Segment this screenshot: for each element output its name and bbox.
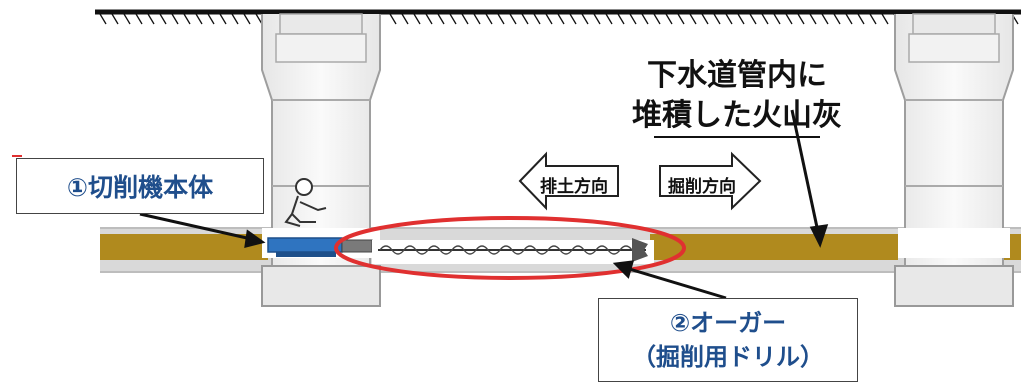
volcanic-ash-label: 下水道管内に 堆積した火山灰 bbox=[612, 56, 862, 138]
auger-label-line1: ②オーガー bbox=[669, 309, 787, 337]
auger-label: ②オーガー （掘削用ドリル） bbox=[598, 298, 858, 382]
machine-body-text: ①切削機本体 bbox=[66, 173, 214, 202]
cutting-machine-body bbox=[267, 237, 373, 257]
discharge-direction-label: 排土方向 bbox=[540, 177, 608, 197]
ash-label-line2: 堆積した火山灰 bbox=[632, 98, 842, 133]
manhole-right bbox=[894, 13, 1014, 307]
auger-highlight-ellipse bbox=[334, 216, 686, 280]
excavation-direction-label: 掘削方向 bbox=[668, 177, 736, 197]
pointer-arrows bbox=[139, 109, 829, 300]
ash-label-underline bbox=[654, 136, 820, 138]
ash-label-line1: 下水道管内に bbox=[647, 58, 827, 93]
excavation-direction-arrow bbox=[659, 151, 762, 211]
discharge-direction-arrow bbox=[518, 151, 619, 211]
auger-drill-icon bbox=[372, 238, 654, 264]
manhole-left bbox=[261, 13, 381, 307]
auger-label-line2: （掘削用ドリル） bbox=[632, 343, 824, 371]
worker-figure-icon bbox=[284, 178, 327, 227]
ash-label-line2-wrap: 堆積した火山灰 bbox=[632, 96, 842, 138]
machine-body-label: ①切削機本体 bbox=[16, 158, 264, 214]
ground-surface bbox=[95, 9, 1021, 25]
